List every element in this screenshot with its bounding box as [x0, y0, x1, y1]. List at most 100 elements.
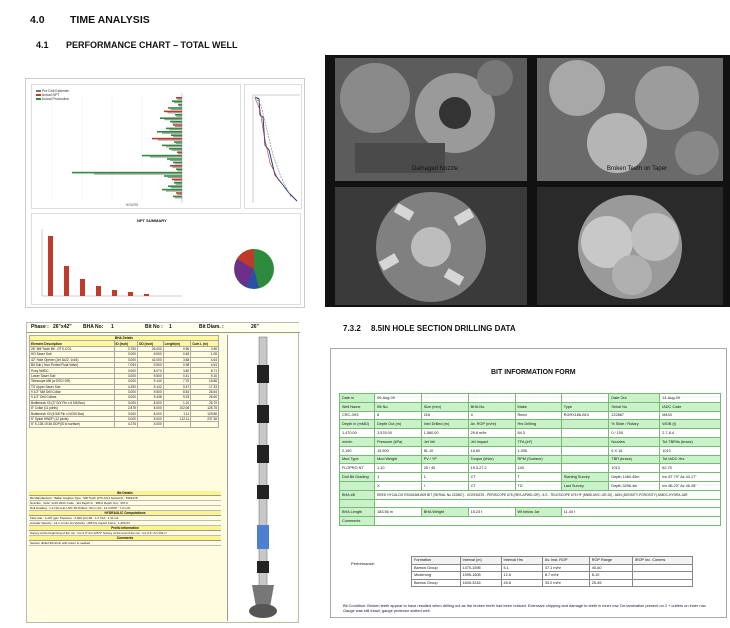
table-cell: [631, 563, 694, 572]
bar-estimate: [174, 102, 182, 104]
table-cell: Barrow Group: [411, 578, 461, 587]
table-cell: Reed: [514, 410, 562, 421]
subsection-title: PERFORMANCE CHART – TOTAL WELL: [66, 40, 238, 50]
table-cell: 09-Aug-09: [374, 393, 422, 403]
table-cell: 29.8 m/hr: [467, 428, 516, 438]
table-cell: 1605-3316: [459, 578, 502, 587]
bar: [142, 154, 182, 157]
table-cell: TD: [514, 480, 562, 491]
photo-broken-teeth: Broken Teeth on Taper: [537, 58, 723, 181]
bar-estimate: [175, 142, 182, 144]
table-cell: 2,150: [338, 445, 376, 456]
table-cell: TFA (in²): [514, 436, 562, 447]
table-cell: FLOPRO NT: [338, 463, 376, 474]
table-cell: Depth 1460.40m: [608, 472, 661, 482]
table-cell: Tot TBR/fs (bracs): [659, 436, 721, 447]
subsection-number: 4.1: [36, 40, 49, 50]
table-cell: 1,580.00: [420, 428, 469, 438]
bar: [172, 178, 182, 181]
table-cell: Jet Impact: [467, 436, 516, 447]
table-cell: WOB (t): [659, 419, 721, 430]
bar-estimate: [167, 112, 182, 114]
section-number: 4.0: [30, 14, 45, 26]
table-cell: 1013: [608, 463, 661, 474]
table-cell: Jet Vel: [420, 436, 469, 447]
table-cell: 8.7 m/hr: [541, 571, 590, 580]
table-cell: Intvl Drilled (m): [420, 419, 469, 430]
table-cell: 40-60: [588, 563, 633, 572]
bar-estimate: [178, 153, 182, 155]
svg-text:HOURS: HOURS: [126, 203, 139, 207]
bar: [171, 134, 182, 136]
bar: [177, 151, 182, 153]
table-cell: [338, 498, 376, 509]
table-cell: PV / YP: [420, 454, 469, 465]
table-cell: [631, 571, 694, 580]
perf-col-header: ROP Range: [588, 556, 633, 565]
table-cell: 15,500: [374, 445, 422, 456]
table-cell: 37.1 m/hr: [541, 563, 590, 572]
bar-estimate: [150, 156, 182, 158]
table-cell: [190, 421, 219, 428]
bar-estimate: [174, 197, 182, 199]
bha-sheet: Phase : 26"x42" BHA No: 1 Bit No : 1 Bit…: [26, 322, 300, 623]
table-cell: [560, 436, 610, 447]
bar: [173, 161, 182, 164]
table-cell: Mud Weight: [374, 454, 422, 465]
table-cell: 11.40 t: [560, 507, 722, 518]
table-cell: 25 / 40: [420, 463, 469, 474]
table-cell: 222867: [608, 410, 661, 421]
table-cell: 14-Aug-09: [659, 393, 721, 403]
table-cell: 0 / 100: [608, 428, 661, 438]
table-cell: 33.2 m/hr: [541, 578, 590, 587]
table-cell: 5.1: [500, 563, 543, 572]
table-cell: T: [514, 472, 562, 482]
form-title: BIT INFORMATION FORM: [491, 369, 576, 376]
table-cell: RGRX166-BOI: [560, 410, 610, 421]
table-cell: Date In: [338, 393, 376, 403]
bar-estimate: [94, 173, 182, 175]
bar: [162, 188, 182, 191]
table-cell: 84.3: [514, 428, 562, 438]
table-cell: [514, 393, 562, 403]
table-cell: 62.75: [659, 463, 721, 474]
bar: [160, 117, 182, 119]
table-cell: 4: [467, 410, 516, 421]
bar-estimate: [176, 115, 182, 117]
bar-estimate: [172, 122, 182, 124]
table-cell: Torque (kNm): [467, 454, 516, 465]
bar: [72, 171, 182, 174]
table-cell: 8: [374, 410, 422, 421]
bar-estimate: [170, 159, 182, 161]
bar-estimate: [166, 190, 182, 192]
table-cell: Muderong: [411, 571, 461, 580]
table-cell: 140: [514, 463, 562, 474]
table-cell: CT: [467, 480, 516, 491]
bar-estimate: [178, 105, 182, 107]
table-cell: 1: [374, 472, 422, 482]
bar-estimate: [174, 180, 182, 182]
table-cell: 183.56 m: [374, 507, 422, 518]
table-cell: % Slide / Rotary: [608, 419, 661, 430]
bar-estimate: [169, 129, 182, 131]
npt-graphic: [41, 229, 274, 297]
bar-estimate: [173, 136, 182, 138]
bar: [168, 107, 182, 109]
bha-header: Phase : 26"x42" BHA No: 1 Bit No : 1 Bit…: [27, 323, 300, 333]
bar: [173, 195, 182, 198]
bar: [164, 175, 182, 177]
bit-condition-text: Bit Condition: Broken teeth appear to ha…: [343, 603, 707, 613]
table-row: Depth In (mMD)Depth Out (m)Intvl Drilled…: [338, 419, 721, 430]
